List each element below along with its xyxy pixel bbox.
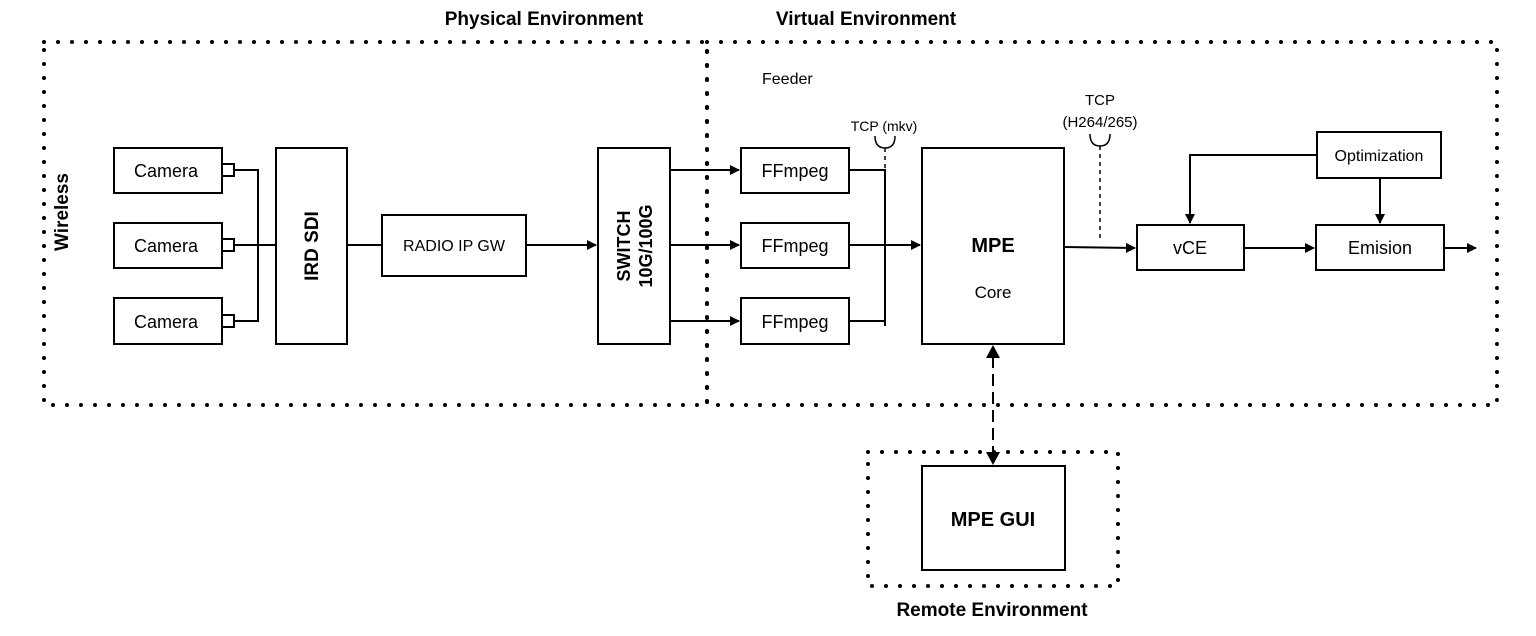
mpe-title: MPE bbox=[971, 235, 1014, 257]
camera-2-box bbox=[113, 222, 223, 269]
virtual-environment-title: Virtual Environment bbox=[776, 9, 957, 30]
mpe-gui-link-arrow-down bbox=[986, 452, 1000, 465]
mpe-subtitle: Core bbox=[975, 283, 1012, 302]
vce-box bbox=[1136, 224, 1245, 271]
camera-3-connector bbox=[221, 314, 235, 328]
switch-label-line1: SWITCH bbox=[614, 211, 634, 282]
ffmpeg-2-label: FFmpeg bbox=[761, 236, 828, 256]
ffmpeg-bus-line bbox=[849, 169, 886, 326]
camera-2-label: Camera bbox=[134, 236, 199, 256]
camera-bus-line bbox=[234, 169, 276, 322]
camera-1-label: Camera bbox=[134, 161, 199, 181]
ffmpeg-1-label: FFmpeg bbox=[761, 161, 828, 181]
switch-label-line2: 10G/100G bbox=[636, 204, 656, 287]
mpe-core-box bbox=[921, 147, 1065, 345]
tcp-label: TCP bbox=[1085, 92, 1115, 109]
camera-3-box bbox=[113, 297, 223, 345]
optimization-to-vce-arrow bbox=[1185, 154, 1317, 224]
ffmpeg-2-box bbox=[740, 222, 850, 269]
wireless-label: Wireless bbox=[52, 173, 73, 251]
physical-environment-title: Physical Environment bbox=[445, 9, 644, 30]
ird-sdi-label: IRD SDI bbox=[302, 211, 323, 281]
tcp-mkv-brace bbox=[874, 135, 896, 149]
tcp-codec-brace bbox=[1089, 133, 1111, 147]
emision-label: Emision bbox=[1348, 238, 1412, 258]
camera-3-label: Camera bbox=[134, 312, 199, 332]
mpe-gui-label: MPE GUI bbox=[951, 509, 1035, 531]
mpe-gui-box bbox=[921, 465, 1066, 571]
emision-box bbox=[1315, 224, 1445, 271]
physical-environment-container bbox=[42, 40, 709, 407]
feeder-label: Feeder bbox=[762, 71, 813, 88]
switch-box bbox=[597, 147, 671, 345]
camera-1-connector bbox=[221, 163, 235, 177]
ffmpeg-3-box bbox=[740, 297, 850, 345]
tcp-mkv-label: TCP (mkv) bbox=[851, 118, 918, 134]
camera-2-connector bbox=[221, 238, 235, 252]
mpe-gui-link-arrow-up bbox=[986, 345, 1000, 358]
tcp-codec-label: (H264/265) bbox=[1062, 114, 1137, 131]
radio-ip-gw-label: RADIO IP GW bbox=[403, 238, 506, 255]
ffmpeg-1-box bbox=[740, 147, 850, 194]
remote-environment-title: Remote Environment bbox=[896, 600, 1088, 621]
ffmpeg-3-label: FFmpeg bbox=[761, 312, 828, 332]
optimization-label: Optimization bbox=[1335, 148, 1424, 165]
vce-label: vCE bbox=[1173, 238, 1207, 258]
mpe-to-vce-arrow bbox=[1063, 242, 1136, 253]
optimization-box bbox=[1316, 131, 1442, 179]
